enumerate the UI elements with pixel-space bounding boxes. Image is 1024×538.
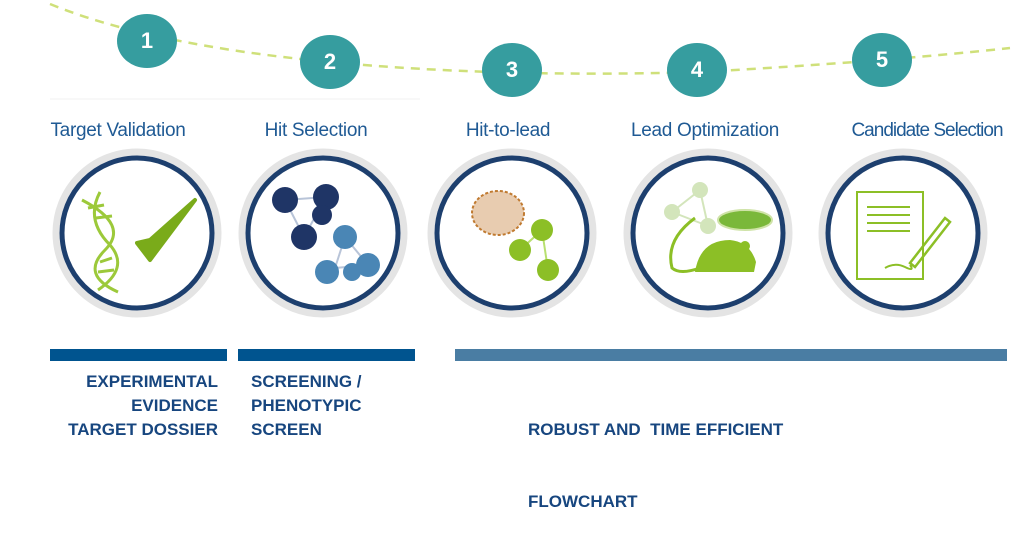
note-screening: SCREENING / PHENOTYPIC SCREEN	[251, 370, 362, 442]
note-line: TARGET DOSSIER	[68, 420, 218, 439]
step-label-candidate-selection: Candidate Selection	[851, 120, 1003, 141]
step-number-badge-5: 5	[852, 33, 912, 87]
protein-molecule-icon	[471, 190, 559, 281]
note-line: FLOWCHART	[528, 492, 638, 511]
step-number-badge-3: 3	[482, 43, 542, 97]
note-line: EVIDENCE	[131, 396, 218, 415]
note-robust-flowchart: ROBUST AND TIME EFFICIENT FLOWCHART	[528, 370, 783, 538]
document-pen-icon	[856, 191, 952, 280]
note-line: EXPERIMENTAL	[86, 372, 218, 391]
note-line: SCREEN	[251, 420, 322, 439]
step-label-target-validation: Target Validation	[50, 120, 186, 141]
step-label-hit-to-lead: Hit-to-lead	[465, 120, 551, 141]
note-line: PHENOTYPIC	[251, 396, 362, 415]
phase-bar-2	[238, 349, 415, 361]
mouse-petri-icon	[664, 182, 773, 273]
phase-bar-1	[50, 349, 227, 361]
step-number-badge-4: 4	[667, 43, 727, 97]
step-circle-5	[818, 148, 988, 318]
note-line: ROBUST AND TIME EFFICIENT	[528, 420, 784, 439]
step-label-lead-optimization: Lead Optimization	[630, 120, 780, 141]
step-circle-4	[623, 148, 793, 318]
note-experimental-evidence: EXPERIMENTAL EVIDENCE TARGET DOSSIER	[68, 370, 218, 442]
step-number-badge-2: 2	[300, 35, 360, 89]
step-number-badge-1: 1	[117, 14, 177, 68]
dna-check-icon	[81, 191, 197, 294]
step-circle-1	[52, 148, 222, 318]
molecules-icon	[272, 184, 380, 284]
step-circle-2	[238, 148, 408, 318]
phase-bar-3	[455, 349, 1007, 361]
diagram-canvas	[49, 2, 1011, 318]
note-line: SCREENING /	[251, 372, 362, 391]
step-label-hit-selection: Hit Selection	[264, 120, 368, 141]
step-circle-3	[427, 148, 597, 318]
